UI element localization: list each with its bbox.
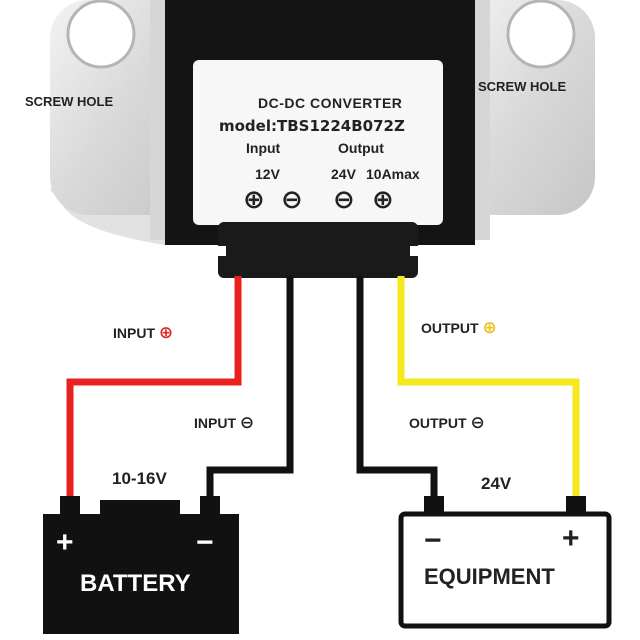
- minus-circle-icon: ⊖: [470, 413, 485, 432]
- output-negative-text: OUTPUT: [409, 415, 467, 431]
- converter-housing: [22, 0, 595, 278]
- minus-circle-icon: ⊖: [239, 413, 255, 432]
- screw-hole-right-label: SCREW HOLE: [478, 79, 567, 94]
- black-wire-input-neg: [206, 276, 294, 503]
- input-voltage: 12V: [255, 166, 280, 182]
- wires: [66, 276, 580, 503]
- equipment-label: EQUIPMENT: [424, 564, 555, 589]
- output-positive-label: OUTPUT ⊕: [421, 319, 497, 336]
- input-negative-label: INPUT ⊖: [194, 414, 254, 431]
- output-voltage: 24V: [331, 166, 356, 182]
- screw-hole-left: [66, 0, 136, 69]
- equipment-plus-icon: +: [562, 522, 580, 555]
- yellow-wire: [397, 276, 580, 503]
- plus-circle-red-icon: ⊕: [158, 323, 174, 342]
- plus-circle-yellow-icon: ⊕: [482, 318, 497, 337]
- input-positive-label: INPUT ⊕: [113, 324, 173, 341]
- battery-label: BATTERY: [80, 570, 191, 597]
- terminal-output-plus-icon: ⊕: [372, 184, 394, 214]
- output-negative-label: OUTPUT ⊖: [409, 414, 485, 431]
- terminal-input-minus-icon: ⊖: [281, 184, 303, 214]
- input-negative-text: INPUT: [194, 415, 236, 431]
- battery-body: [43, 514, 239, 634]
- input-label: Input: [246, 140, 281, 156]
- black-wire-output-neg: [356, 276, 438, 503]
- screw-hole-left-label: SCREW HOLE: [25, 94, 114, 109]
- battery-plus-icon: +: [56, 526, 74, 559]
- input-positive-text: INPUT: [113, 325, 155, 341]
- screw-hole-right: [506, 0, 576, 69]
- battery-voltage: 10-16V: [112, 469, 167, 488]
- output-positive-text: OUTPUT: [421, 320, 479, 336]
- battery: [43, 496, 239, 634]
- converter-title: DC-DC CONVERTER: [258, 95, 403, 111]
- label-plate: [193, 60, 443, 225]
- equipment-minus-icon: −: [424, 524, 442, 557]
- terminal-output-minus-icon: ⊖: [333, 184, 355, 214]
- terminal-input-plus-icon: ⊕: [243, 184, 265, 214]
- output-current: 10Amax: [366, 166, 420, 182]
- converter-model: model:TBS1224B072Z: [219, 117, 405, 135]
- equipment-voltage: 24V: [481, 474, 512, 493]
- battery-minus-icon: −: [196, 526, 214, 559]
- equipment-body: [398, 511, 612, 629]
- equipment: [398, 496, 612, 629]
- output-label: Output: [338, 140, 384, 156]
- red-wire: [66, 276, 242, 503]
